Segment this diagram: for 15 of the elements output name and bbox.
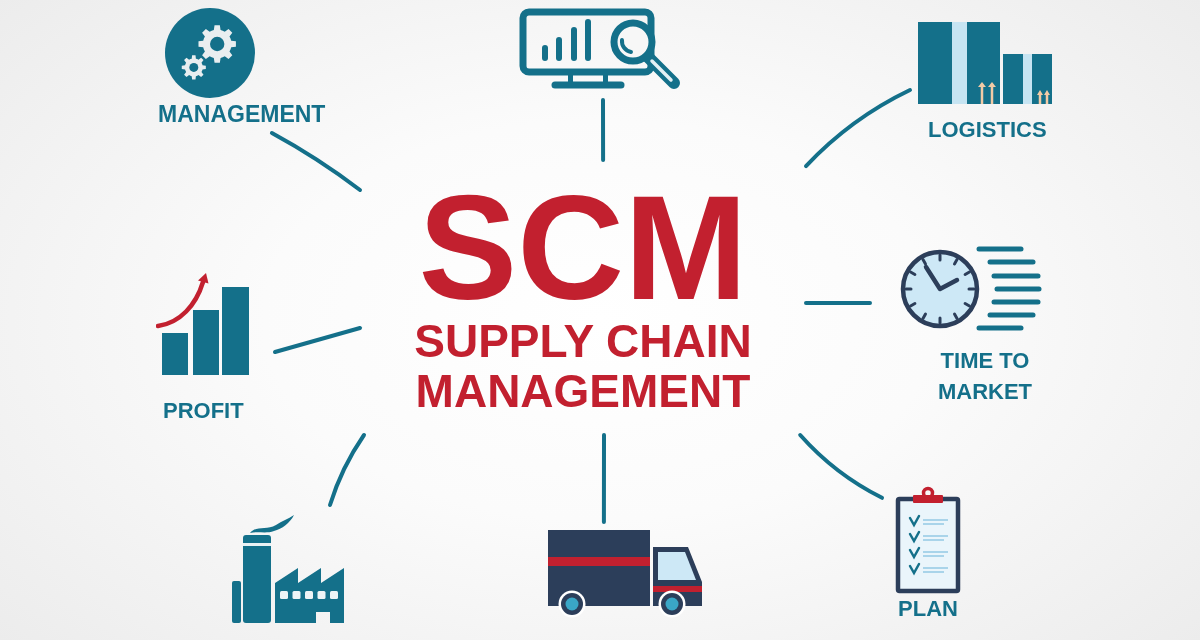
hub-title: SCM	[418, 188, 748, 308]
connector-line	[273, 326, 362, 354]
connector-line	[601, 433, 606, 524]
hub-subtitle: SUPPLY CHAIN MANAGEMENT	[413, 316, 753, 416]
connector-line	[804, 88, 912, 169]
node-label: LOGISTICS	[928, 117, 1047, 143]
node-label: PLAN	[898, 596, 958, 622]
node-label: TIME TO MARKET	[936, 347, 1034, 406]
connector-line	[269, 131, 362, 192]
connector-line	[804, 301, 872, 306]
connector-line	[798, 433, 884, 500]
connector-line	[601, 98, 606, 162]
node-label: MANAGEMENT	[158, 101, 326, 127]
connector-line	[328, 433, 366, 507]
node-label: PROFIT	[163, 398, 244, 424]
